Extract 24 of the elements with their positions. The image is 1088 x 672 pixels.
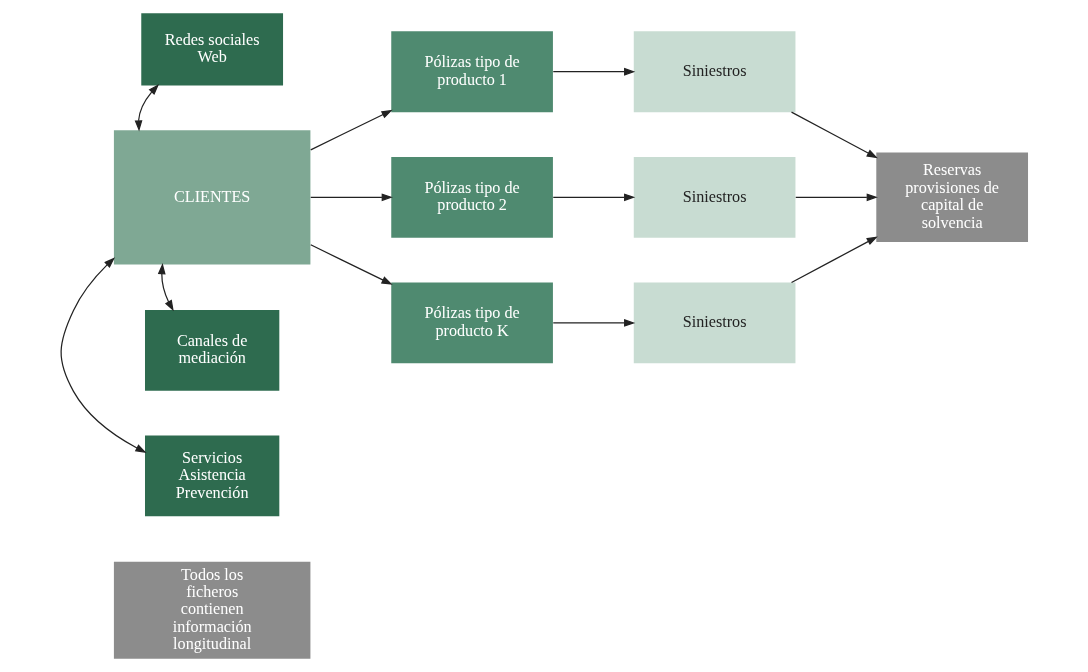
arrow (790, 236, 878, 284)
node-box: Todos los ficheros contienen información longitudinal (113, 561, 310, 659)
node-box: Servicios Asistencia Prevención (144, 435, 279, 517)
node-box: CLIENTES (113, 130, 310, 265)
node-box: Siniestros (633, 282, 795, 364)
arrow (552, 67, 635, 76)
arrow (794, 193, 878, 202)
arrow (309, 193, 393, 202)
node-box: Reservas provisiones de capital de solvencia (875, 152, 1028, 243)
node-box: Pólizas tipo de producto 1 (390, 31, 553, 113)
node-box: Siniestros (633, 31, 795, 113)
arrow (552, 319, 635, 327)
node-box: Redes sociales Web (140, 13, 283, 86)
node-box: Pólizas tipo de producto K (390, 282, 553, 364)
arrow (790, 111, 878, 159)
arrow (157, 263, 174, 312)
arrow (60, 257, 147, 453)
arrow (134, 84, 159, 132)
arrow (309, 109, 393, 151)
node-box: Canales de mediación (144, 309, 279, 391)
node-box: Pólizas tipo de producto 2 (390, 156, 553, 238)
arrow (309, 244, 393, 285)
node-box: Siniestros (633, 156, 795, 238)
arrow (552, 193, 635, 202)
